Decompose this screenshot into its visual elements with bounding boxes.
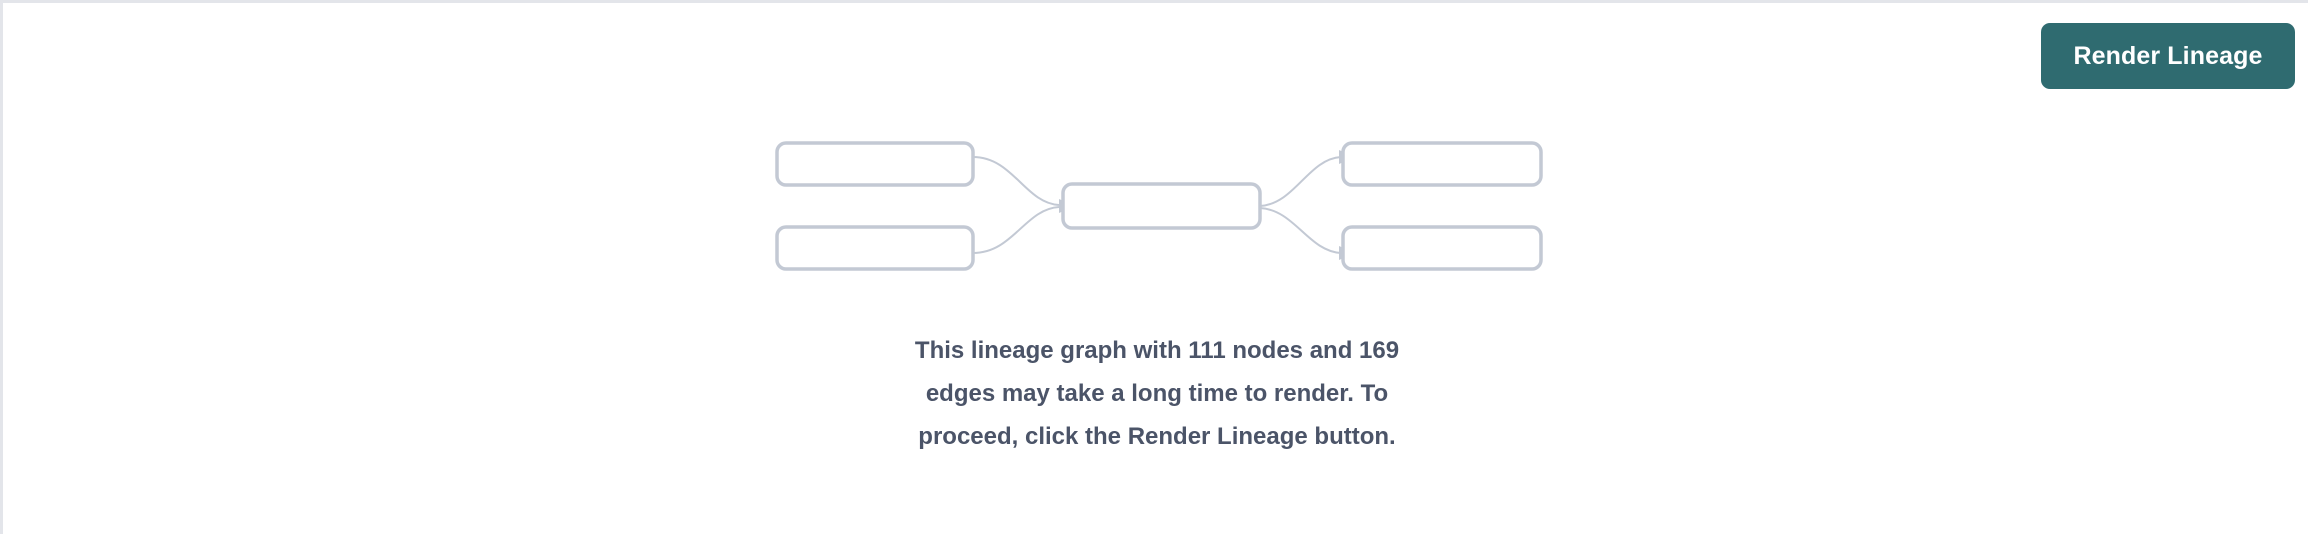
placeholder-node-right-top — [1341, 141, 1543, 187]
render-lineage-button[interactable]: Render Lineage — [2041, 23, 2295, 89]
lineage-warning-message: This lineage graph with 111 nodes and 16… — [3, 329, 2308, 458]
edge-left-bottom-to-center — [972, 206, 1060, 254]
edge-center-to-right-bottom — [1259, 207, 1342, 254]
edge-left-top-to-center — [972, 156, 1060, 206]
placeholder-node-center — [1061, 182, 1262, 230]
lineage-warning-text: This lineage graph with 111 nodes and 16… — [914, 337, 1400, 450]
placeholder-node-right-bottom — [1341, 225, 1543, 271]
placeholder-node-left-bottom — [775, 225, 975, 271]
placeholder-node-left-top — [775, 141, 975, 187]
edge-center-to-right-top — [1259, 156, 1342, 207]
lineage-placeholder-illustration — [763, 131, 1563, 281]
